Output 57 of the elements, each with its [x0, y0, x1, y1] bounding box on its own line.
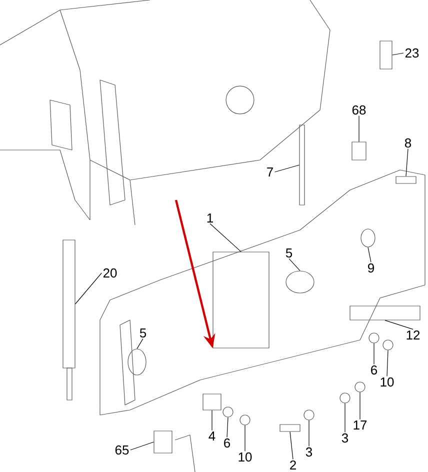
- leader-line: [244, 425, 246, 452]
- bolt-drawing: [286, 270, 314, 294]
- rail-drawing: [350, 306, 420, 320]
- leader-line: [226, 417, 228, 438]
- callout-number: 7: [267, 168, 273, 176]
- callout-number: 17: [354, 420, 367, 430]
- leader-line: [384, 320, 414, 330]
- callout-number: 1: [207, 214, 213, 222]
- leader-line: [386, 350, 388, 377]
- washer-icon: [368, 332, 380, 344]
- callout-number: 10: [238, 452, 252, 462]
- gas-spring-drawing: [62, 240, 76, 368]
- plate-drawing: [154, 430, 172, 454]
- leader-line: [210, 223, 242, 252]
- bolt-drawing: [360, 228, 376, 248]
- leader-line: [368, 247, 372, 263]
- leader-line: [392, 52, 404, 56]
- callout-number: 8: [404, 138, 412, 148]
- callout-number: 23: [405, 48, 419, 58]
- callout-number: 5: [286, 248, 292, 258]
- washer-icon: [340, 392, 350, 404]
- leader-line: [344, 403, 346, 433]
- nut-icon: [382, 340, 394, 350]
- bolt-drawing: [396, 176, 416, 184]
- washer-icon: [304, 410, 314, 420]
- leader-line: [136, 338, 144, 349]
- leader-line: [406, 148, 408, 176]
- callout-number: 68: [352, 105, 366, 115]
- callout-number: 10: [380, 377, 394, 387]
- callout-number: 4: [208, 432, 216, 440]
- callout-number: 65: [115, 445, 129, 455]
- nut-icon: [240, 414, 250, 426]
- callout-number: 3: [342, 433, 348, 443]
- leader-line: [288, 258, 300, 271]
- callout-number: 20: [103, 268, 117, 278]
- rod-drawing: [299, 124, 305, 206]
- leader-line: [274, 164, 300, 172]
- leader-line: [308, 420, 310, 447]
- callout-number: 9: [368, 263, 374, 273]
- washer-icon: [222, 406, 234, 418]
- bolt-drawing: [128, 348, 146, 376]
- callout-number: 12: [406, 330, 420, 340]
- callout-number: 6: [224, 438, 230, 448]
- callout-number: 5: [140, 328, 146, 338]
- callout-number: 3: [306, 447, 312, 457]
- leader-line: [130, 442, 154, 450]
- bolt-drawing: [280, 424, 300, 432]
- bracket-drawing: [212, 252, 270, 348]
- bushing-drawing: [352, 142, 366, 160]
- leader-line: [290, 432, 294, 460]
- bracket-drawing: [202, 394, 222, 410]
- leader-line: [358, 115, 360, 142]
- callout-number: 6: [371, 365, 378, 375]
- clamp-drawing: [380, 40, 392, 70]
- leader-line: [75, 272, 102, 304]
- callout-number: 2: [290, 460, 296, 470]
- nut-icon: [354, 382, 366, 392]
